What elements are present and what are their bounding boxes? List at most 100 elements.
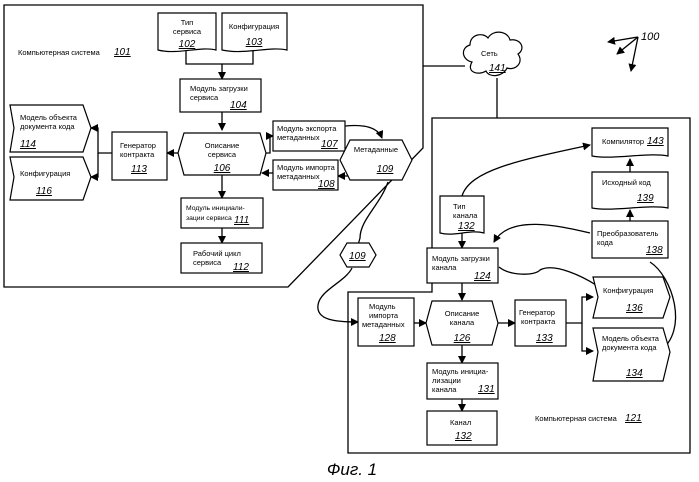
service-loop-112: Рабочий цикл сервиса 112	[181, 243, 262, 273]
channel-num: 132	[455, 431, 472, 442]
channel-description-label-l2: канала	[450, 318, 475, 327]
channel-init-num: 131	[478, 384, 495, 395]
metadata-export-label-l1: Модуль экспорта	[277, 124, 337, 133]
service-init-111: Модуль инициали- зации сервиса 111	[181, 198, 263, 228]
config-103-num: 103	[246, 37, 263, 48]
channel-loader-num: 124	[474, 271, 491, 282]
service-loop-num: 112	[233, 262, 249, 273]
metadata-transfer-num: 109	[349, 251, 366, 262]
compiler-143: Компилятор 143	[592, 128, 668, 157]
service-type-num: 102	[179, 39, 196, 50]
channel-132: Канал 132	[427, 411, 497, 445]
network-cloud: Сеть 141	[463, 32, 522, 75]
channel-type-label-l1: Тип	[453, 202, 466, 211]
service-init-label-l2: зации сервиса	[186, 215, 232, 222]
metadata-import-label-l1: Модуль импорта	[277, 163, 336, 172]
contract-generator-label-l2: контракта	[120, 150, 155, 159]
code-converter-138: Преобразователь кода 138	[592, 221, 668, 258]
channel-import-num: 128	[379, 333, 396, 344]
service-loader-label-l1: Модуль загрузки	[190, 84, 248, 93]
metadata-export-num: 107	[321, 139, 338, 150]
contract-generator-113: Генератор контракта 113	[112, 132, 167, 180]
system-121-label: Компьютерная система	[535, 414, 618, 423]
contract-generator-num: 113	[131, 164, 147, 175]
channel-type-label-l2: канала	[453, 211, 478, 220]
metadata-transfer-curve	[358, 182, 388, 245]
compiler-label: Компилятор	[602, 137, 644, 146]
metadata-import-128: Модуль импорта метаданных 128	[358, 298, 414, 346]
service-description-106: Описание сервиса 106	[178, 133, 266, 175]
compiler-num: 143	[647, 136, 664, 147]
metadata-export-107: Модуль экспорта метаданных 107	[273, 121, 345, 151]
channel-loader-124: Модуль загрузки канала 124	[427, 248, 498, 283]
service-loader-104: Модуль загрузки сервиса 104	[180, 79, 261, 112]
metadata-label: Метаданные	[354, 145, 398, 154]
channel-generator-label-l1: Генератор	[519, 308, 555, 317]
system-101-label: Компьютерная система	[18, 48, 101, 57]
metadata-transfer-curve-2	[318, 268, 358, 322]
figure-caption: Фиг. 1	[327, 460, 377, 479]
service-type-label-l1: Тип	[181, 18, 194, 27]
configuration-116: Конфигурация 116	[10, 157, 91, 200]
system-121-num: 121	[625, 413, 642, 424]
service-loop-label-l2: сервиса	[193, 258, 222, 267]
code-model-134-num: 134	[626, 368, 643, 379]
channel-label: Канал	[450, 418, 471, 427]
code-converter-num: 138	[646, 245, 663, 256]
metadata-num: 109	[377, 164, 394, 175]
code-model-num: 114	[20, 139, 36, 150]
service-loader-label-l2: сервиса	[190, 93, 219, 102]
code-converter-label-l2: кода	[597, 238, 614, 247]
config-136-label: Конфигурация	[603, 286, 653, 295]
metadata-import-label-l2: метаданных	[277, 172, 320, 181]
metadata-109: Метаданные 109	[340, 140, 412, 180]
code-document-model-114: Модель объекта документа кода 114	[10, 105, 91, 152]
config-103-label: Конфигурация	[229, 22, 279, 31]
network-num: 141	[489, 63, 506, 74]
service-type-label-l2: сервиса	[173, 27, 202, 36]
service-description-label-l2: сервиса	[208, 150, 237, 159]
network-label: Сеть	[481, 49, 498, 58]
channel-description-num: 126	[454, 333, 471, 344]
channel-description-126: Описание канала 126	[426, 301, 498, 345]
service-init-num: 111	[234, 215, 249, 226]
channel-import-label-l1: Модуль	[369, 302, 396, 311]
code-model-134-label-l2: документа кода	[602, 343, 657, 352]
reference-100-pointer: 100	[608, 31, 660, 71]
service-loop-label-l1: Рабочий цикл	[193, 249, 241, 258]
code-model-label-l1: Модель объекта	[20, 113, 78, 122]
code-document-model-134: Модель объекта документа кода 134	[593, 328, 670, 381]
channel-type-132: Тип канала 132	[440, 196, 484, 234]
code-converter-label-l1: Преобразователь	[597, 229, 659, 238]
configuration-136: Конфигурация 136	[593, 277, 670, 318]
reference-100-label: 100	[641, 31, 660, 43]
config-136-num: 136	[626, 303, 643, 314]
service-init-label-l1: Модуль инициали-	[186, 205, 245, 212]
channel-generator-num: 133	[536, 333, 553, 344]
metadata-import-num: 108	[318, 179, 335, 190]
source-code-139: Исходный код 139	[592, 172, 668, 209]
service-type-102: Тип сервиса 102	[158, 13, 216, 52]
channel-generator-label-l2: контракта	[521, 317, 556, 326]
contract-generator-133: Генератор контракта 133	[515, 300, 566, 346]
source-code-label: Исходный код	[602, 178, 651, 187]
metadata-import-108: Модуль импорта метаданных 108	[273, 160, 338, 190]
configuration-103: Конфигурация 103	[222, 13, 287, 52]
channel-type-num: 132	[458, 221, 475, 232]
channel-init-label-l2: лизации	[432, 376, 461, 385]
channel-import-label-l3: метаданных	[362, 320, 405, 329]
contract-generator-label-l1: Генератор	[120, 141, 156, 150]
metadata-export-label-l2: метаданных	[277, 133, 320, 142]
code-model-134-label-l1: Модель объекта	[602, 334, 660, 343]
channel-description-label-l1: Описание	[445, 309, 480, 318]
metadata-transfer-109: 109	[340, 243, 376, 267]
channel-import-label-l2: импорта	[369, 311, 399, 320]
channel-loader-label-l1: Модуль загрузки	[432, 254, 490, 263]
system-101-num: 101	[114, 47, 131, 58]
channel-loader-label-l2: канала	[432, 263, 457, 272]
service-description-num: 106	[214, 163, 231, 174]
source-code-num: 139	[637, 193, 654, 204]
channel-init-label-l3: канала	[432, 385, 457, 394]
service-loader-num: 104	[230, 100, 247, 111]
